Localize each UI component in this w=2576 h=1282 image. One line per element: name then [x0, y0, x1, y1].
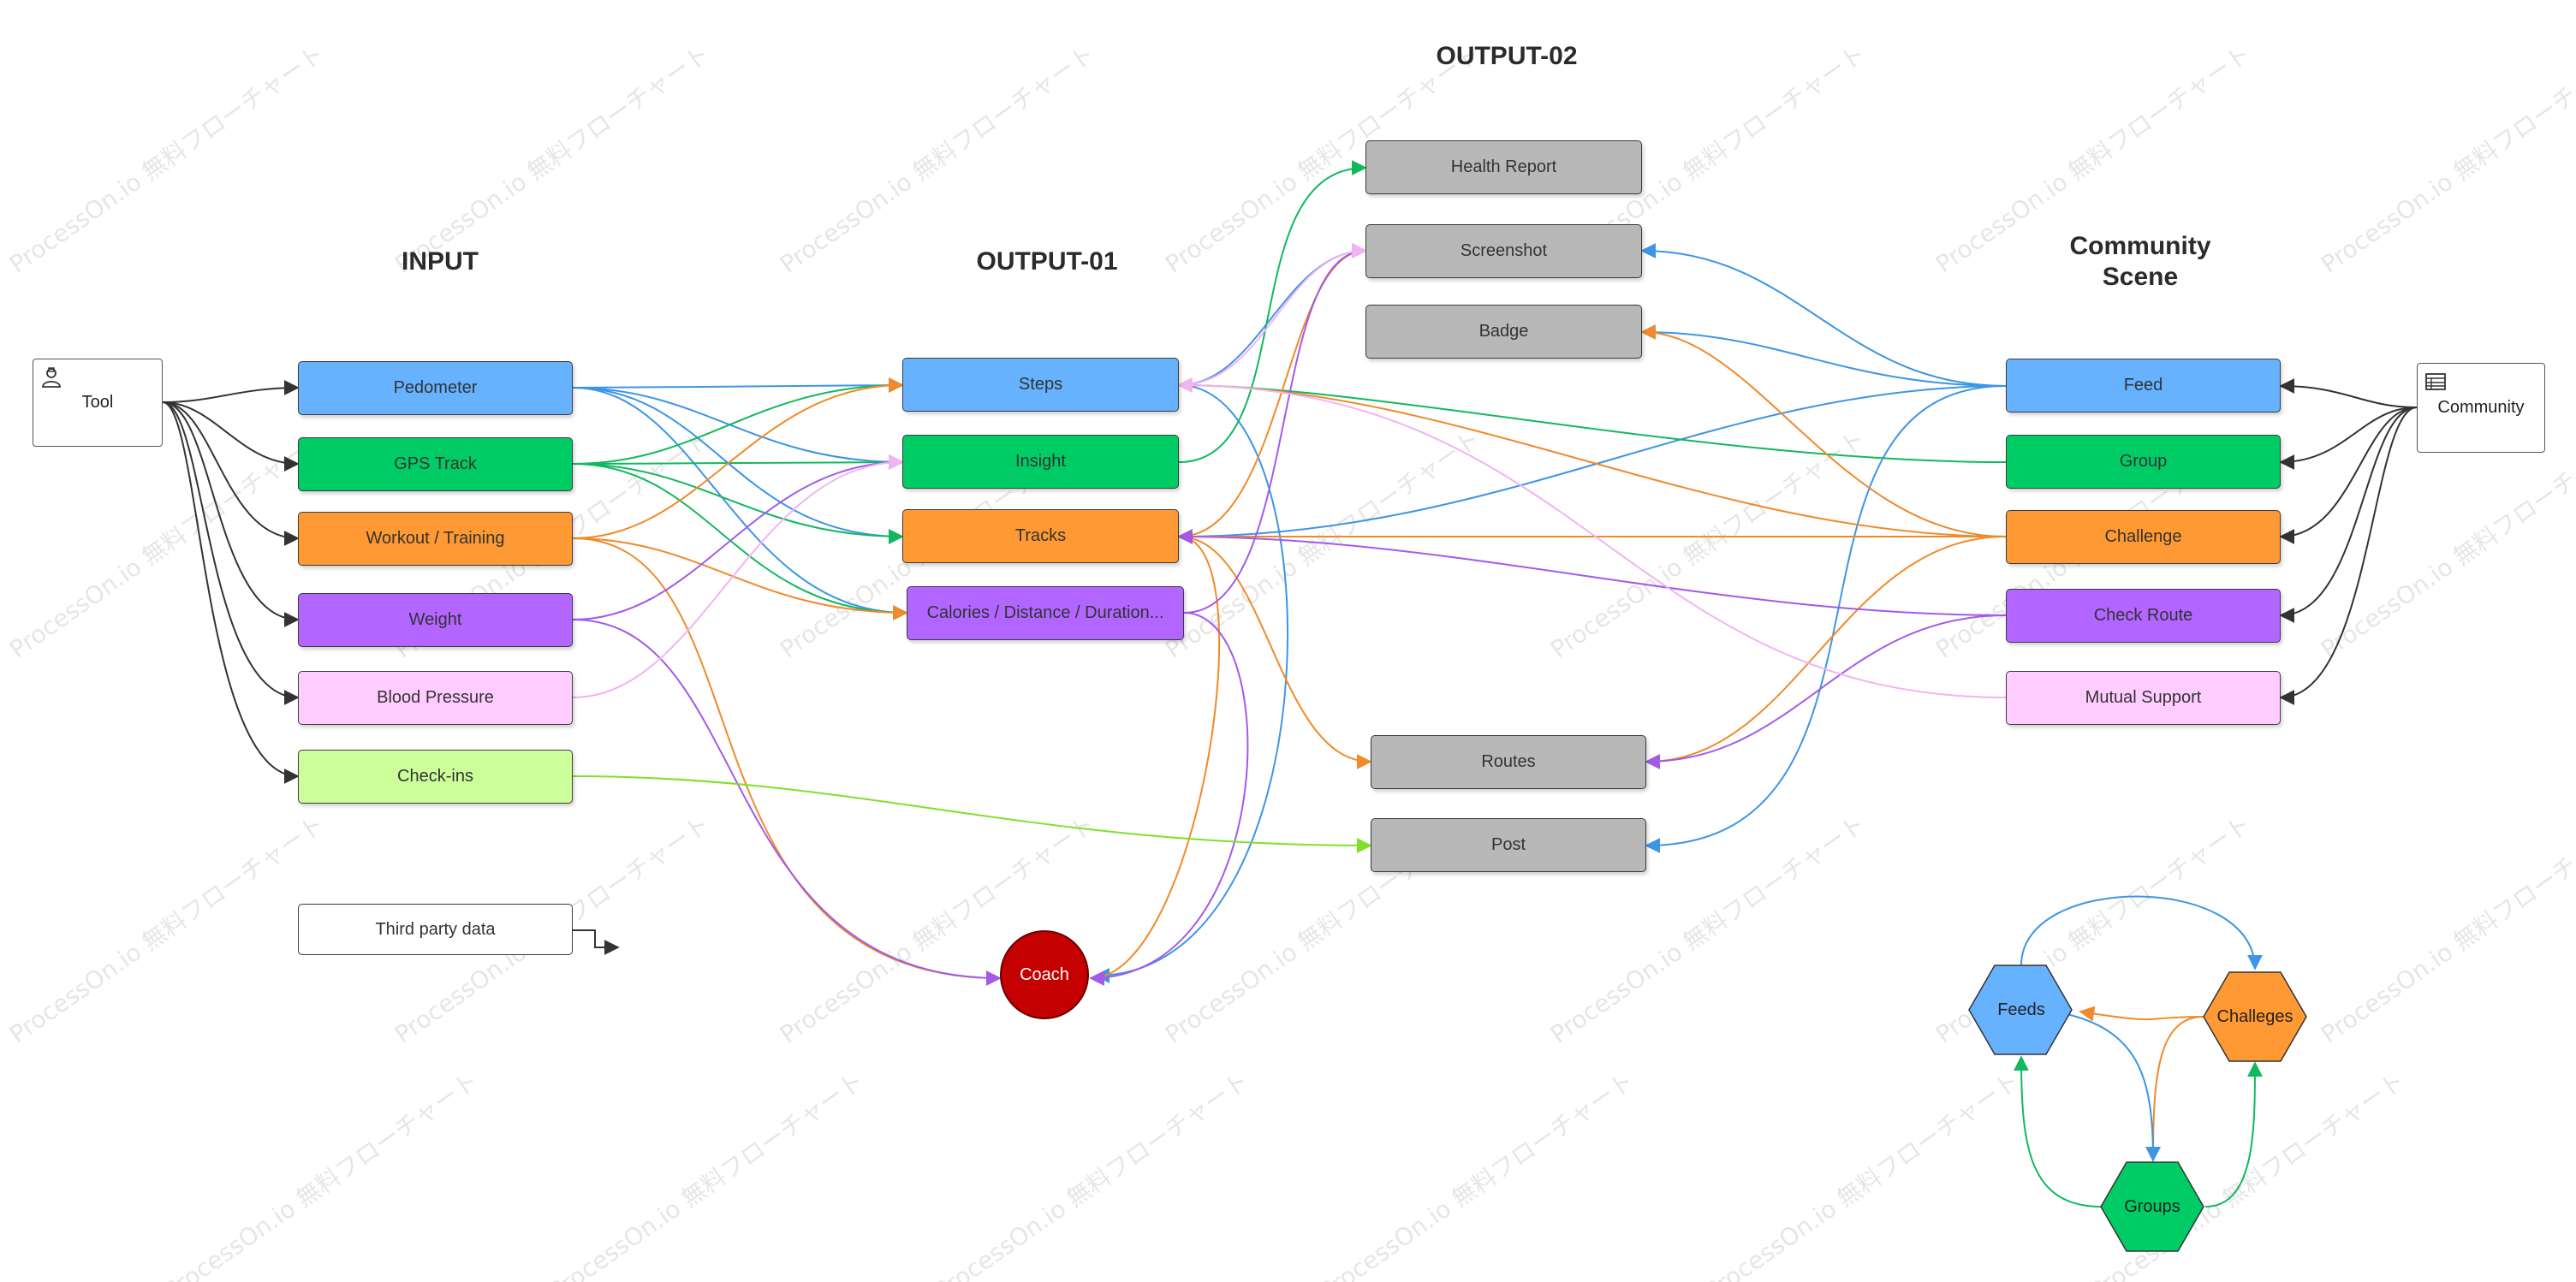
purple-connectors [572, 243, 2007, 986]
heading-community-line2: Scene [2102, 263, 2179, 291]
community-actor[interactable]: Community [2417, 363, 2545, 453]
heading-community-line1: Community [2069, 232, 2211, 260]
input-pedometer[interactable]: Pedometer [298, 361, 573, 415]
community-label: Community [2437, 398, 2525, 417]
hexagon-groups[interactable] [2100, 1161, 2204, 1252]
heading-output-02: OUTPUT-02 [1436, 42, 1578, 70]
third-party-data[interactable]: Third party data [298, 904, 573, 955]
hexagon-feeds[interactable] [1968, 964, 2073, 1055]
heading-output-01: OUTPUT-01 [976, 247, 1118, 276]
blue-connectors [572, 243, 2007, 983]
orange-connectors [572, 243, 2204, 1162]
tool-connectors [162, 380, 300, 784]
output-badge[interactable]: Badge [1365, 305, 1642, 359]
output-steps[interactable]: Steps [902, 358, 1179, 412]
input-gps-track[interactable]: GPS Track [298, 437, 573, 491]
table-icon [2425, 373, 2446, 390]
community-group[interactable]: Group [2006, 435, 2281, 489]
hexagon-challeges[interactable] [2203, 971, 2307, 1062]
community-connectors [2279, 378, 2418, 705]
output-post[interactable]: Post [1371, 818, 1646, 872]
coach-node[interactable]: Coach [1000, 930, 1089, 1019]
hexagon-feeds-label: Feeds [1997, 1000, 2045, 1019]
community-check-route[interactable]: Check Route [2006, 589, 2281, 643]
output-health-report[interactable]: Health Report [1365, 140, 1642, 194]
third-party-connector [573, 929, 620, 955]
input-blood-pressure[interactable]: Blood Pressure [298, 671, 573, 725]
output-insight[interactable]: Insight [902, 435, 1179, 489]
person-icon [42, 367, 61, 388]
green-connectors [572, 160, 2007, 620]
tool-label: Tool [81, 393, 114, 412]
heading-community-scene: Community Scene [2038, 231, 2243, 293]
input-weight[interactable]: Weight [298, 593, 573, 647]
hexagon-connectors [2014, 895, 2263, 1208]
output-routes[interactable]: Routes [1371, 735, 1646, 789]
community-challenge[interactable]: Challenge [2006, 510, 2281, 564]
output-tracks[interactable]: Tracks [902, 509, 1179, 563]
heading-input: INPUT [402, 247, 479, 276]
hexagon-challeges-label: Challeges [2216, 1006, 2293, 1026]
input-check-ins[interactable]: Check-ins [298, 750, 573, 804]
lime-connector [572, 775, 1372, 853]
hexagon-groups-label: Groups [2124, 1196, 2180, 1216]
output-calories-distance-duration[interactable]: Calories / Distance / Duration... [907, 586, 1184, 640]
tool-actor[interactable]: Tool [33, 359, 163, 447]
community-feed[interactable]: Feed [2006, 359, 2281, 412]
output-screenshot[interactable]: Screenshot [1365, 224, 1642, 278]
community-mutual-support[interactable]: Mutual Support [2006, 671, 2281, 725]
hexagon-group [1968, 964, 2307, 1252]
input-workout-training[interactable]: Workout / Training [298, 512, 573, 566]
pink-connectors [572, 243, 2007, 698]
